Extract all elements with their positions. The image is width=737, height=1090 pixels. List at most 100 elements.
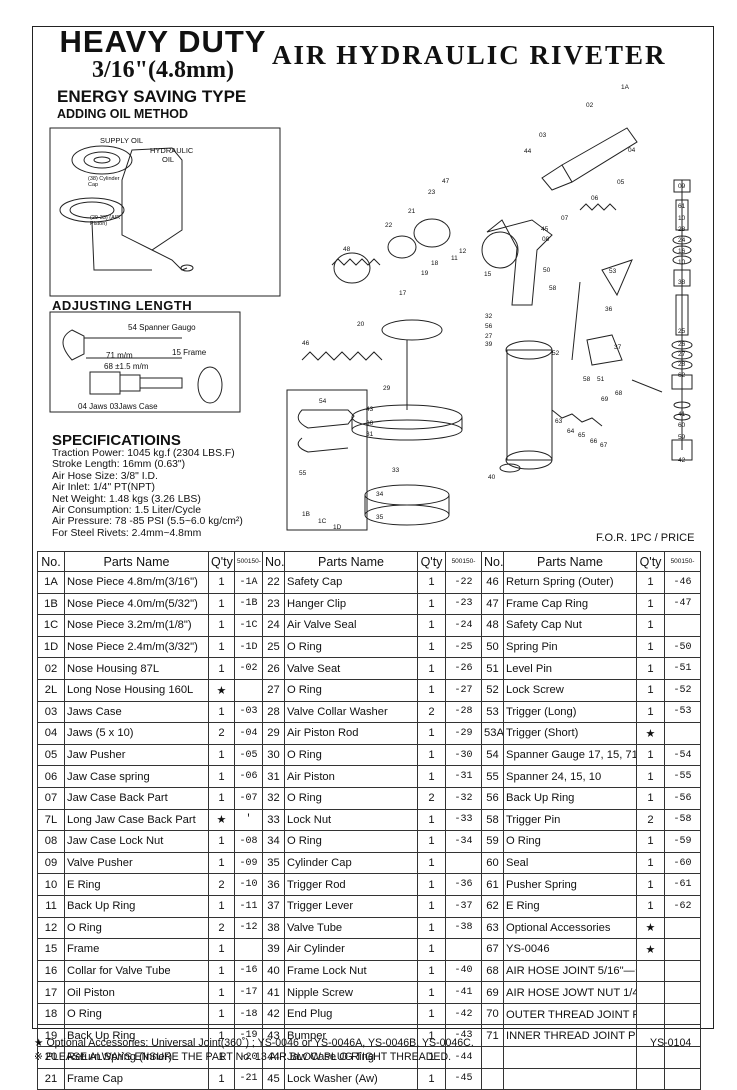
dimension-68: 68 ±1.5 m/m xyxy=(104,362,149,371)
part-code: -04 xyxy=(234,722,263,745)
part-qty: 1 xyxy=(417,592,446,616)
part-qty: 1 xyxy=(208,743,235,767)
part-name: Lock Washer (Aw) xyxy=(284,1067,418,1090)
part-name xyxy=(503,1046,637,1069)
table-header-row: No. Parts Name Q'ty 500150- No. Parts Na… xyxy=(37,551,701,572)
col-qty: Q'ty xyxy=(636,551,665,572)
part-qty: 1 xyxy=(208,765,235,788)
diagram-part-label: 52 xyxy=(552,350,560,357)
diagram-part-label: 27 xyxy=(678,351,686,358)
part-code: -42 xyxy=(445,1002,482,1026)
part-number: 25 xyxy=(262,635,285,659)
diagram-part-label: 02 xyxy=(586,102,594,109)
part-qty: 1 xyxy=(636,700,665,724)
part-code: -21 xyxy=(234,1067,263,1090)
energy-saving-heading: ENERGY SAVING TYPE xyxy=(57,87,247,106)
part-number: 41 xyxy=(262,981,285,1004)
part-code: -41 xyxy=(445,981,482,1004)
part-code: -34 xyxy=(445,830,482,853)
part-name: Long Nose Housing 160L xyxy=(64,678,209,702)
air-piston-label: (29-33) (AIR Piston) xyxy=(90,215,121,227)
part-number: 50 xyxy=(481,635,504,659)
adjusting-length-heading: ADJUSTING LENGTH xyxy=(52,298,193,313)
part-number: 17 xyxy=(37,981,65,1004)
part-code: -02 xyxy=(234,657,263,680)
part-qty: 2 xyxy=(417,786,446,810)
part-code: -12 xyxy=(234,916,263,940)
part-qty: 1 xyxy=(636,894,665,918)
diagram-part-label: 1C xyxy=(318,518,327,525)
part-code: -61 xyxy=(664,873,701,896)
diagram-part-label: 34 xyxy=(376,491,384,498)
part-code xyxy=(664,1002,701,1026)
part-qty: 1 xyxy=(417,678,446,702)
spec-line: Traction Power: 1045 kg.f (2304 LBS.F) xyxy=(52,448,235,459)
part-qty: 1 xyxy=(636,851,665,875)
part-qty: 1 xyxy=(208,1067,235,1090)
diagram-part-label: 07 xyxy=(561,215,569,222)
adjust-length-box xyxy=(49,311,241,413)
part-code: -46 xyxy=(664,571,701,594)
part-number xyxy=(481,1067,504,1090)
part-number: 06 xyxy=(37,765,65,788)
part-name: Safety Cap xyxy=(284,571,418,594)
diagram-part-label: 60 xyxy=(678,422,686,429)
supply-oil-label: SUPPLY OIL xyxy=(100,136,144,145)
part-code xyxy=(664,981,701,1004)
part-number: 18 xyxy=(37,1002,65,1026)
part-name: Trigger Pin xyxy=(503,808,637,832)
diagram-part-label: 48 xyxy=(343,246,351,253)
part-code: -51 xyxy=(664,657,701,680)
part-name: Frame Cap Ring xyxy=(503,592,637,616)
diagram-part-label: 25 xyxy=(678,328,686,335)
diagram-part-label: 15 xyxy=(484,271,492,278)
diagram-part-label: 63 xyxy=(555,418,563,425)
part-qty: 1 xyxy=(417,1067,446,1090)
col-parts-name: Parts Name xyxy=(284,551,418,572)
diagram-part-label: 29 xyxy=(383,385,391,392)
part-number: 1D xyxy=(37,635,65,659)
part-qty: 2 xyxy=(636,808,665,832)
part-name: Hanger Clip xyxy=(284,592,418,616)
diagram-part-label: 42 xyxy=(678,457,686,464)
part-name: Air Cylinder xyxy=(284,938,418,961)
diagram-part-label: 43 xyxy=(366,406,374,413)
diagram-part-label: 04 xyxy=(628,147,636,154)
part-number: 19 xyxy=(37,1024,65,1048)
part-number: 08 xyxy=(37,830,65,853)
part-code: -09 xyxy=(234,851,263,875)
diagram-part-label: 68 xyxy=(615,390,623,397)
part-code: -47 xyxy=(664,592,701,616)
part-name: Frame Cap xyxy=(64,1067,209,1090)
part-qty: ★ xyxy=(208,678,235,702)
size-text: 3/16"(4.8mm) xyxy=(92,57,234,83)
part-name: AIR HOSE JOINT 5/16"—★ xyxy=(503,959,637,983)
part-code xyxy=(664,959,701,983)
part-qty: 1 xyxy=(208,981,235,1004)
part-qty: 1 xyxy=(417,765,446,788)
part-number: 37 xyxy=(262,894,285,918)
diagram-part-label: 1A xyxy=(621,84,629,91)
part-qty: 1 xyxy=(417,743,446,767)
frame-label: 15 Frame xyxy=(172,348,207,357)
part-number: 26 xyxy=(262,657,285,680)
part-name: Frame xyxy=(64,938,209,961)
part-qty: 1 xyxy=(636,678,665,702)
part-number: 27 xyxy=(262,678,285,702)
part-number: 59 xyxy=(481,830,504,853)
part-number: 40 xyxy=(262,959,285,983)
diagram-part-label: 20 xyxy=(357,321,365,328)
part-code: -07 xyxy=(234,786,263,810)
part-code xyxy=(664,1067,701,1090)
part-code: -56 xyxy=(664,786,701,810)
part-name: E Ring xyxy=(503,894,637,918)
